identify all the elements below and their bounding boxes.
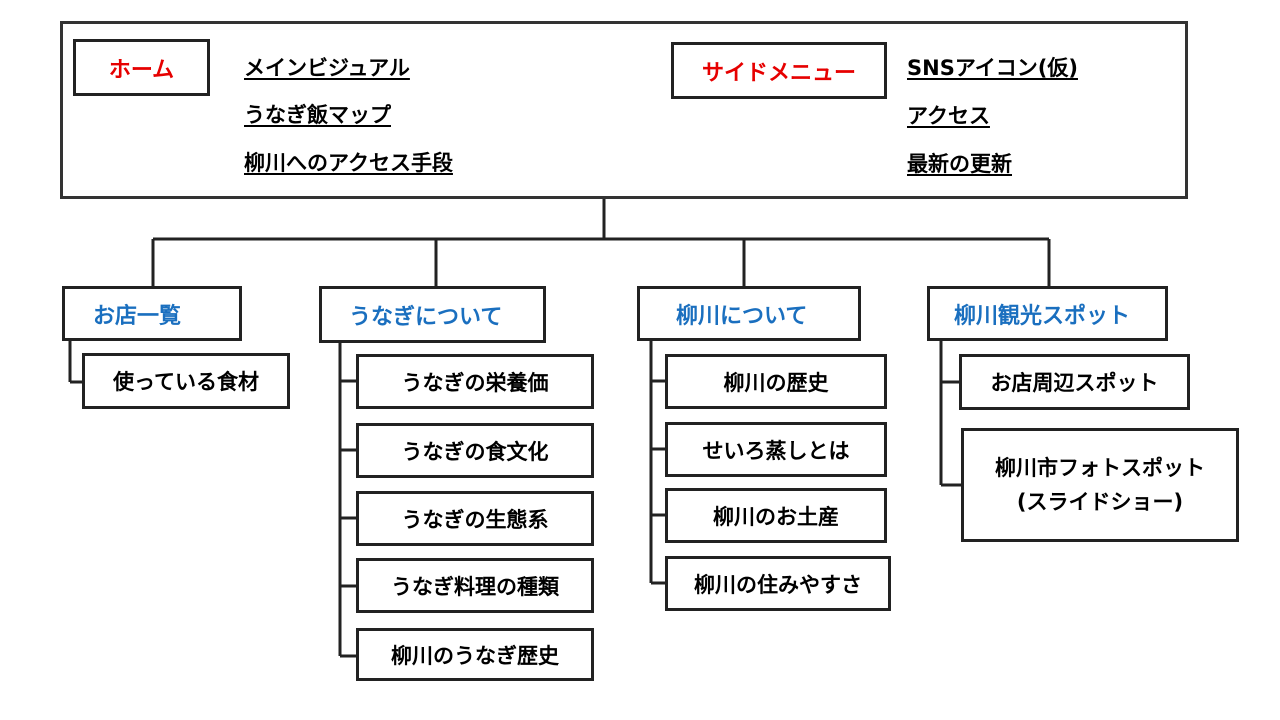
section-shop-list: お店一覧	[62, 286, 242, 341]
node-ingredients: 使っている食材	[82, 353, 290, 409]
home-link-main-visual[interactable]: メインビジュアル	[244, 56, 410, 80]
side-menu-label: サイドメニュー	[671, 42, 887, 99]
node-unagi-dishes: うなぎ料理の種類	[356, 558, 594, 613]
header-container	[60, 21, 1188, 199]
node-yanagawa-souvenirs: 柳川のお土産	[665, 488, 887, 543]
node-nearby-spots: お店周辺スポット	[959, 354, 1190, 410]
side-link-access[interactable]: アクセス	[907, 104, 990, 128]
node-yanagawa-history: 柳川の歴史	[665, 354, 887, 409]
node-unagi-food-culture: うなぎの食文化	[356, 423, 594, 478]
node-photo-spots-line1: 柳川市フォトスポット	[995, 456, 1205, 480]
home-label: ホーム	[73, 39, 210, 96]
home-link-access[interactable]: 柳川へのアクセス手段	[244, 151, 453, 175]
node-photo-spots: 柳川市フォトスポット (スライドショー)	[961, 428, 1239, 542]
node-yanagawa-livability: 柳川の住みやすさ	[665, 556, 891, 611]
node-unagi-ecosystem: うなぎの生態系	[356, 491, 594, 546]
side-link-latest-updates[interactable]: 最新の更新	[907, 152, 1012, 176]
side-link-sns-icon[interactable]: SNSアイコン(仮)	[907, 56, 1078, 80]
node-yanagawa-unagi-history: 柳川のうなぎ歴史	[356, 628, 594, 681]
section-about-unagi: うなぎについて	[319, 286, 546, 343]
home-link-unagi-map[interactable]: うなぎ飯マップ	[244, 103, 391, 127]
section-yanagawa-spots: 柳川観光スポット	[927, 286, 1168, 341]
node-photo-spots-line2: (スライドショー)	[1016, 490, 1184, 514]
node-unagi-nutrition: うなぎの栄養価	[356, 354, 594, 409]
section-about-yanagawa: 柳川について	[637, 286, 861, 341]
node-seiro-mushi: せいろ蒸しとは	[665, 422, 887, 477]
